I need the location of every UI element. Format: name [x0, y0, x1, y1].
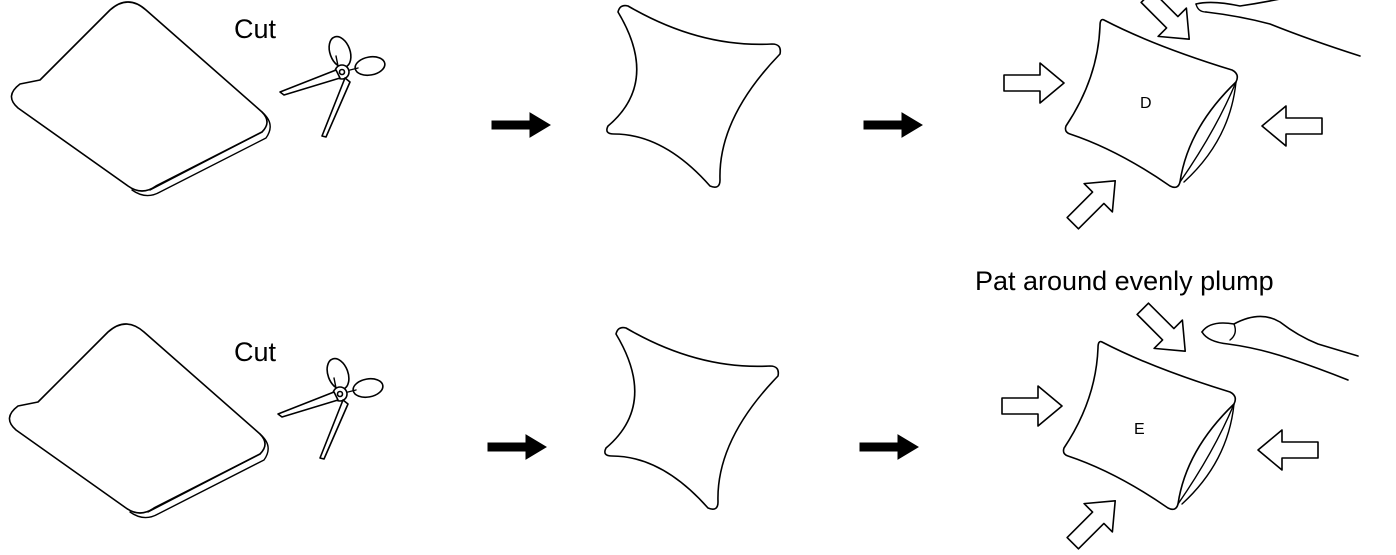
- cut-label: Cut: [234, 14, 277, 44]
- row-2: Cut E: [9, 295, 1358, 555]
- fabric-square-icon: [11, 2, 270, 196]
- scissors-icon: [280, 34, 386, 137]
- cushion-icon: [1064, 342, 1236, 510]
- cut-label: Cut: [234, 337, 277, 367]
- fabric-square-icon: [9, 324, 268, 518]
- hollow-arrow-icon: [1059, 167, 1130, 238]
- hollow-arrow-icon: [1002, 386, 1062, 426]
- arrow-right-icon: [864, 113, 922, 137]
- row-1: Cut D: [11, 0, 1360, 237]
- hollow-arrow-icon: [1004, 63, 1064, 103]
- pillow-label: E: [1134, 421, 1145, 438]
- hand-icon: [1196, 0, 1360, 56]
- pillow-label: D: [1140, 95, 1152, 112]
- arrow-right-icon: [492, 113, 550, 137]
- arrow-right-icon: [860, 435, 918, 459]
- hollow-arrow-icon: [1262, 106, 1322, 146]
- cushion-icon: [607, 6, 780, 188]
- hand-icon: [1202, 316, 1358, 380]
- hollow-arrow-icon: [1258, 430, 1318, 470]
- instruction-caption: Pat around evenly plump: [975, 266, 1274, 296]
- arrow-right-icon: [488, 435, 546, 459]
- scissors-icon: [278, 356, 384, 459]
- hollow-arrow-icon: [1129, 295, 1200, 366]
- hollow-arrow-icon: [1059, 487, 1130, 555]
- cushion-icon: [605, 328, 778, 510]
